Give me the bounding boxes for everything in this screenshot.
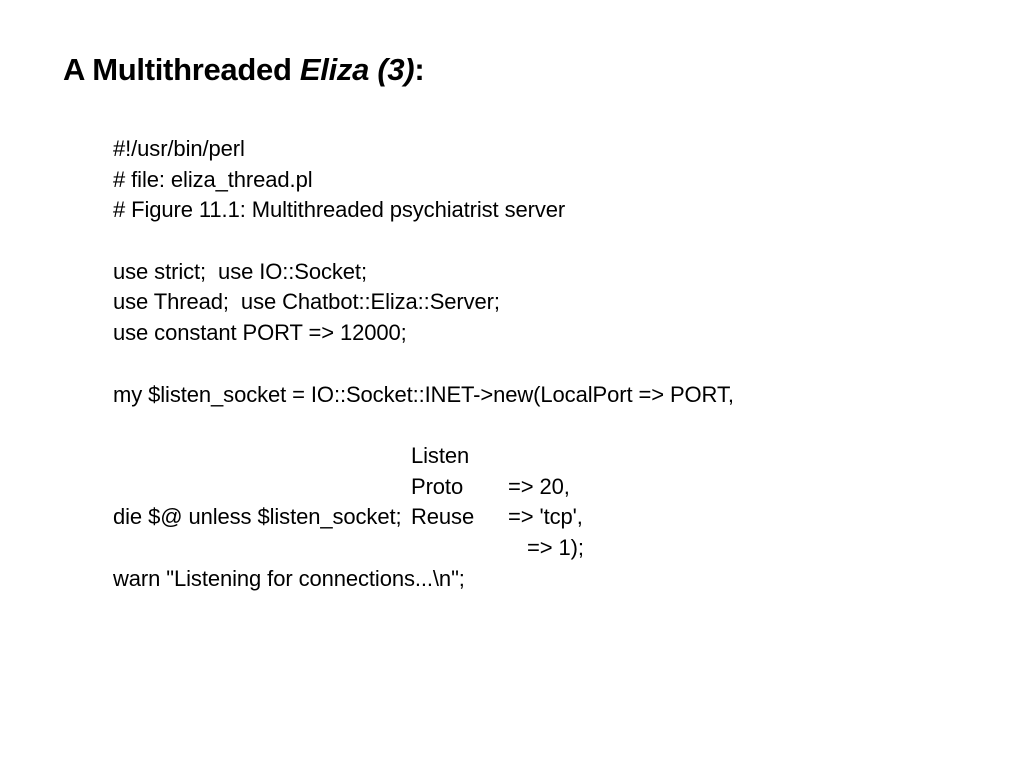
blank-line <box>113 349 993 380</box>
param-value: => 'tcp', <box>508 504 583 530</box>
blank-line <box>113 226 993 257</box>
code-line: # file: eliza_thread.pl <box>113 166 313 192</box>
slide-title: A Multithreaded Eliza (3): <box>63 50 425 90</box>
param-value: => 1); <box>515 534 584 560</box>
code-line: use constant PORT => 12000; <box>113 320 407 346</box>
code-line: warn "Listening for connections...\n"; <box>113 565 465 591</box>
code-line: use strict; use IO::Socket; <box>113 258 367 284</box>
title-main: A Multithreaded <box>63 52 300 87</box>
code-line: my $listen_socket = IO::Socket::INET->ne… <box>113 381 734 407</box>
code-line-continuation: Reuse => 1); <box>113 472 993 560</box>
code-line-continuation: Listen => 20, <box>113 410 993 499</box>
code-line: die $@ unless $listen_socket; <box>113 504 402 530</box>
title-italic: Eliza (3) <box>299 52 415 87</box>
param-key: Listen <box>411 442 470 468</box>
code-line-continuation: Proto => 'tcp', <box>113 441 993 530</box>
param-key: Reuse <box>411 504 475 530</box>
code-line: #!/usr/bin/perl <box>113 136 245 161</box>
param-key: Proto <box>411 473 464 499</box>
param-value: => 20, <box>508 473 570 499</box>
code-line: # Figure 11.1: Multithreaded psychiatris… <box>113 197 566 223</box>
code-block: #!/usr/bin/perl # file: eliza_thread.pl … <box>113 134 993 594</box>
code-line: use Thread; use Chatbot::Eliza::Server; <box>113 289 500 315</box>
title-colon: : <box>414 52 425 87</box>
